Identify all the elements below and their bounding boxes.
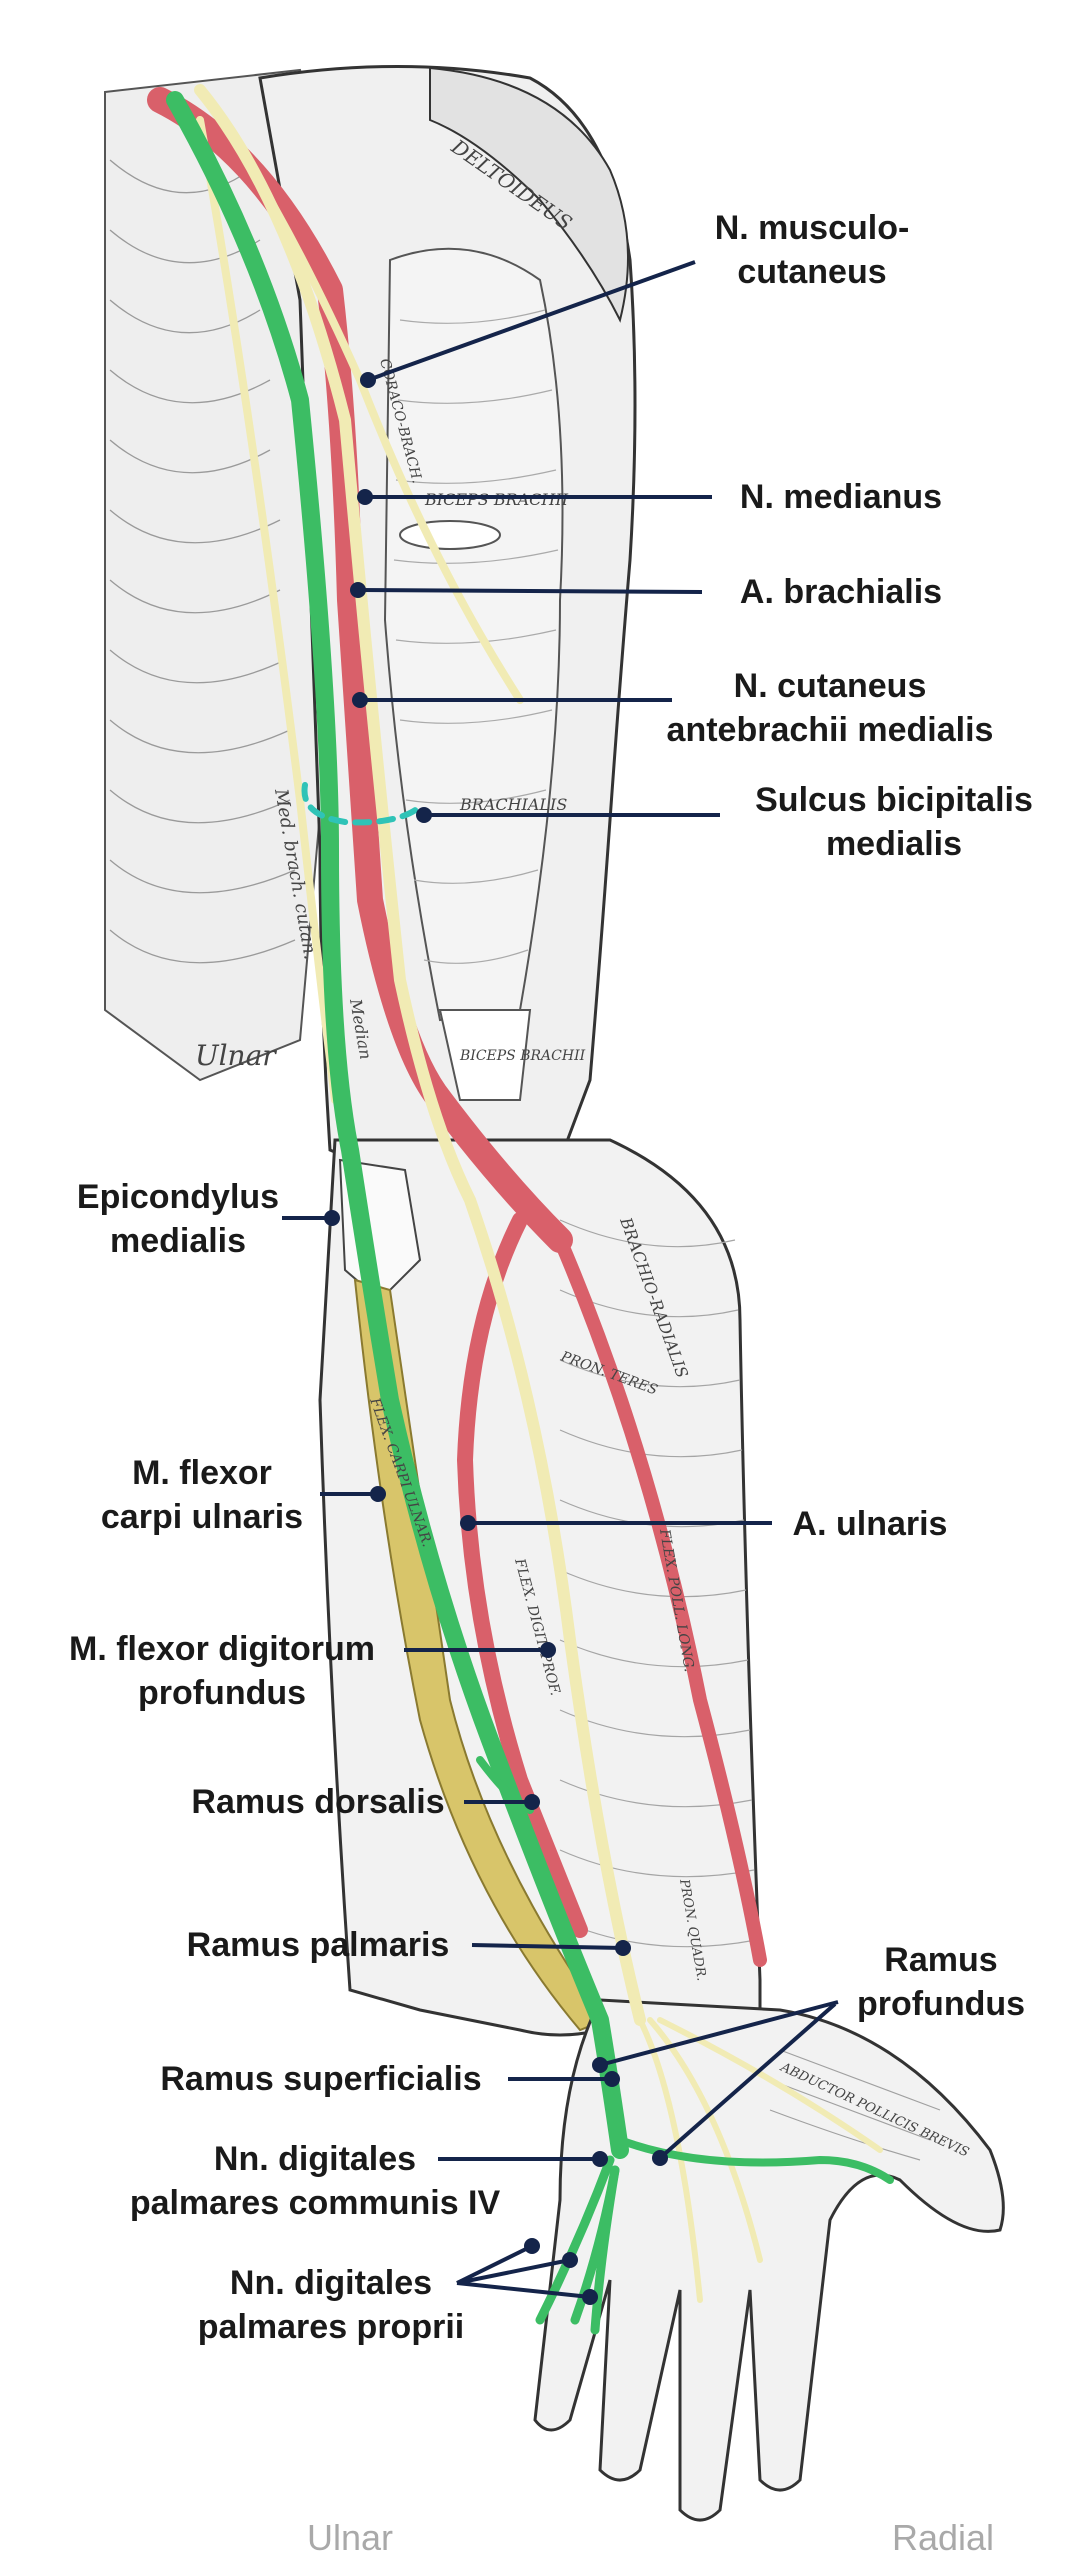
leader-ramus-profundus-2 [658,2002,837,2160]
dot-sulcus [416,807,432,823]
dot-ramus-palmaris [615,1940,631,1956]
dot-flexor-digitorum [540,1642,556,1658]
label-cutaneus-line2: antebrachii medialis [666,711,994,749]
medial-cutaneous-nerve [196,116,339,1104]
dot-flexor-carpi [370,1486,386,1502]
leader-dots [324,372,668,2305]
biceps-upper-text: BICEPS BRACHII [424,490,569,509]
leader-digitales-proprii-1 [456,2244,533,2285]
hand [533,1998,1005,2522]
leader-lines [282,260,839,2299]
label-musculocutaneus-line1: N. musculo- [714,209,910,247]
leader-digitales-proprii-2 [456,2258,571,2285]
label-flexor-carpi-line2: carpi ulnaris [100,1498,304,1536]
label-flexor-carpi-line1: M. flexor [132,1454,272,1492]
ulnar-nerve [166,91,629,2159]
dot-ramus-profundus-2 [652,2150,668,2166]
ulnar-digital-branches [535,2155,620,2335]
label-ramus-superficialis: Ramus superficialis [160,2057,481,2101]
label-digitales-communis-line2: palmares communis IV [129,2184,501,2222]
label-digitales-proprii-line1: Nn. digitales [229,2264,433,2302]
dot-medianus [357,489,373,505]
dot-cutaneus [352,692,368,708]
label-digitales-proprii: Nn. digitales palmares proprii [198,2261,464,2349]
label-epicondylus: Epicondylus medialis [77,1175,279,1263]
label-flexor-digitorum-line1: M. flexor digitorum [69,1630,375,1668]
label-brachialis: A. brachialis [740,570,942,614]
biceps [383,247,564,1022]
leader-digitales-proprii-3 [456,2281,591,2299]
label-brachialis-line1: A. brachialis [739,573,943,611]
dot-ramus-superficialis [604,2071,620,2087]
deltoid [429,66,629,323]
label-epicondylus-line1: Epicondylus [76,1178,280,1216]
median-nerve [194,84,646,2026]
label-ulnaris-artery-line1: A. ulnaris [792,1505,948,1543]
dot-digitales-proprii-3 [582,2289,598,2305]
dot-digitales-proprii-1 [524,2238,540,2254]
ulnar-artery [457,1212,588,1938]
forearm-hatching [559,1219,757,1948]
label-ramus-superficialis-line1: Ramus superficialis [160,2060,482,2098]
label-epicondylus-line2: medialis [109,1222,247,1260]
label-digitales-communis-line1: Nn. digitales [213,2140,417,2178]
label-musculocutaneus-line2: cutaneus [737,253,887,291]
label-ramus-dorsalis: Ramus dorsalis [191,1780,444,1824]
biceps-lower-tendon [438,1009,532,1101]
label-cutaneus-line1: N. cutaneus [733,667,927,705]
label-ramus-dorsalis-line1: Ramus dorsalis [191,1783,445,1821]
biceps-hatching [393,309,559,964]
label-flexor-digitorum-line2: profundus [137,1674,307,1712]
label-ulnaris-artery: A. ulnaris [793,1502,948,1546]
label-sulcus: Sulcus bicipitalis medialis [755,778,1033,866]
label-ramus-profundus-line1: Ramus [884,1941,998,1979]
dot-digitales-proprii-2 [562,2252,578,2268]
label-cutaneus-antebrachii: N. cutaneus antebrachii medialis [667,664,994,752]
dot-ramus-dorsalis [524,1794,540,1810]
dot-ulnaris-artery [460,1515,476,1531]
median-digital-branches [637,2017,883,2303]
label-digitales-communis: Nn. digitales palmares communis IV [130,2137,500,2225]
brachialis-text: BRACHIALIS [459,795,567,814]
dot-digitales-communis [592,2151,608,2167]
dot-epicondylus [324,1210,340,1226]
axis-label-ulnar: Ulnar [306,2517,394,2558]
axis-label-radial: Radial [891,2517,995,2558]
ulnar-dorsal-branch [476,1756,534,1814]
label-medianus-line1: N. medianus [739,478,943,516]
label-flexor-digitorum: M. flexor digitorum profundus [69,1627,375,1715]
biceps-lower-text: BICEPS BRACHII [459,1048,586,1064]
radial-artery [553,1233,767,1967]
hand-hatching [769,2049,941,2161]
dot-musculocutaneus [360,372,376,388]
leader-musculocutaneus [367,260,696,382]
biceps-tendon [399,520,501,550]
label-sulcus-line2: medialis [825,825,963,863]
leader-brachialis [357,588,703,594]
ulnar-sketch-text: Ulnar [195,1039,277,1072]
arm-illustration [104,65,1005,2522]
label-musculocutaneus: N. musculo- cutaneus [715,206,910,294]
label-ramus-profundus: Ramus profundus [857,1938,1025,2026]
label-flexor-carpi: M. flexor carpi ulnaris [101,1451,303,1539]
dot-brachialis [350,582,366,598]
label-medianus: N. medianus [740,475,942,519]
sulcus-marker [301,782,425,826]
label-ramus-profundus-line2: profundus [856,1985,1026,2023]
label-digitales-proprii-line2: palmares proprii [197,2308,465,2346]
dot-ramus-profundus-1 [592,2057,608,2073]
leader-ramus-palmaris [471,1943,624,1950]
label-sulcus-line1: Sulcus bicipitalis [755,781,1033,819]
label-ramus-palmaris: Ramus palmaris [187,1923,450,1967]
label-ramus-palmaris-line1: Ramus palmaris [186,1926,450,1964]
leader-ramus-profundus-1 [599,2000,839,2067]
